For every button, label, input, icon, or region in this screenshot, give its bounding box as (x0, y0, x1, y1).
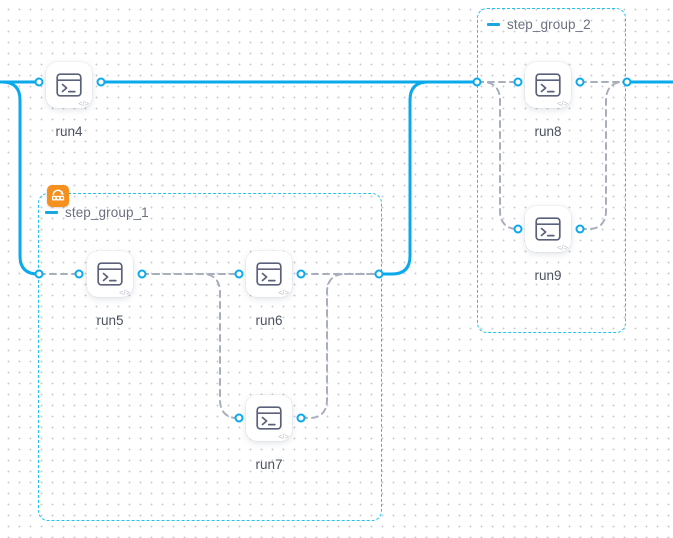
edge-group1-to-group2 (377, 80, 479, 276)
group-box-step-group-2[interactable] (477, 8, 626, 333)
code-icon: </> (557, 242, 568, 252)
group-box-step-group-1[interactable] (38, 193, 382, 521)
code-icon: </> (278, 287, 289, 297)
minus-icon[interactable] (45, 211, 58, 214)
edge-left-to-group1 (0, 80, 41, 276)
port-group1-out[interactable] (374, 269, 384, 279)
terminal-icon (256, 262, 282, 286)
node-label-run7: run7 (255, 457, 283, 472)
loop-foreach-icon (51, 189, 65, 201)
port-run7-out[interactable] (296, 413, 306, 423)
port-run6-out[interactable] (296, 269, 306, 279)
group-header-step-group-1[interactable]: step_group_1 (45, 205, 149, 220)
node-run5[interactable]: </> (87, 251, 133, 297)
node-run6[interactable]: </> (246, 251, 292, 297)
node-run8[interactable]: </> (525, 62, 571, 108)
node-label-run9: run9 (534, 268, 562, 283)
terminal-icon (256, 406, 282, 430)
node-label-run8: run8 (534, 124, 562, 139)
group-header-step-group-2[interactable]: step_group_2 (487, 17, 591, 32)
loop-foreach-badge-icon[interactable] (47, 185, 69, 207)
minus-icon[interactable] (487, 23, 500, 26)
node-run7[interactable]: </> (246, 395, 292, 441)
port-run9-out[interactable] (575, 224, 585, 234)
code-icon: </> (78, 98, 89, 108)
group-label-step-group-2: step_group_2 (507, 17, 591, 32)
node-label-run6: run6 (255, 313, 283, 328)
terminal-icon (535, 217, 561, 241)
port-run6-in[interactable] (234, 269, 244, 279)
port-group1-in[interactable] (34, 269, 44, 279)
node-label-run5: run5 (96, 313, 124, 328)
terminal-icon (97, 262, 123, 286)
terminal-icon (56, 73, 82, 97)
code-icon: </> (557, 98, 568, 108)
port-run9-in[interactable] (513, 224, 523, 234)
node-label-run4: run4 (55, 124, 83, 139)
group-label-step-group-1: step_group_1 (65, 205, 149, 220)
port-group2-out[interactable] (622, 77, 632, 87)
port-run8-out[interactable] (575, 77, 585, 87)
port-run5-in[interactable] (74, 269, 84, 279)
code-icon: </> (278, 431, 289, 441)
node-run9[interactable]: </> (525, 206, 571, 252)
port-run8-in[interactable] (513, 77, 523, 87)
code-icon: </> (119, 287, 130, 297)
port-run5-out[interactable] (137, 269, 147, 279)
port-run7-in[interactable] (234, 413, 244, 423)
port-run4-in[interactable] (34, 77, 44, 87)
port-run4-out[interactable] (96, 77, 106, 87)
node-run4[interactable]: </> (46, 62, 92, 108)
port-group2-in[interactable] (472, 77, 482, 87)
terminal-icon (535, 73, 561, 97)
